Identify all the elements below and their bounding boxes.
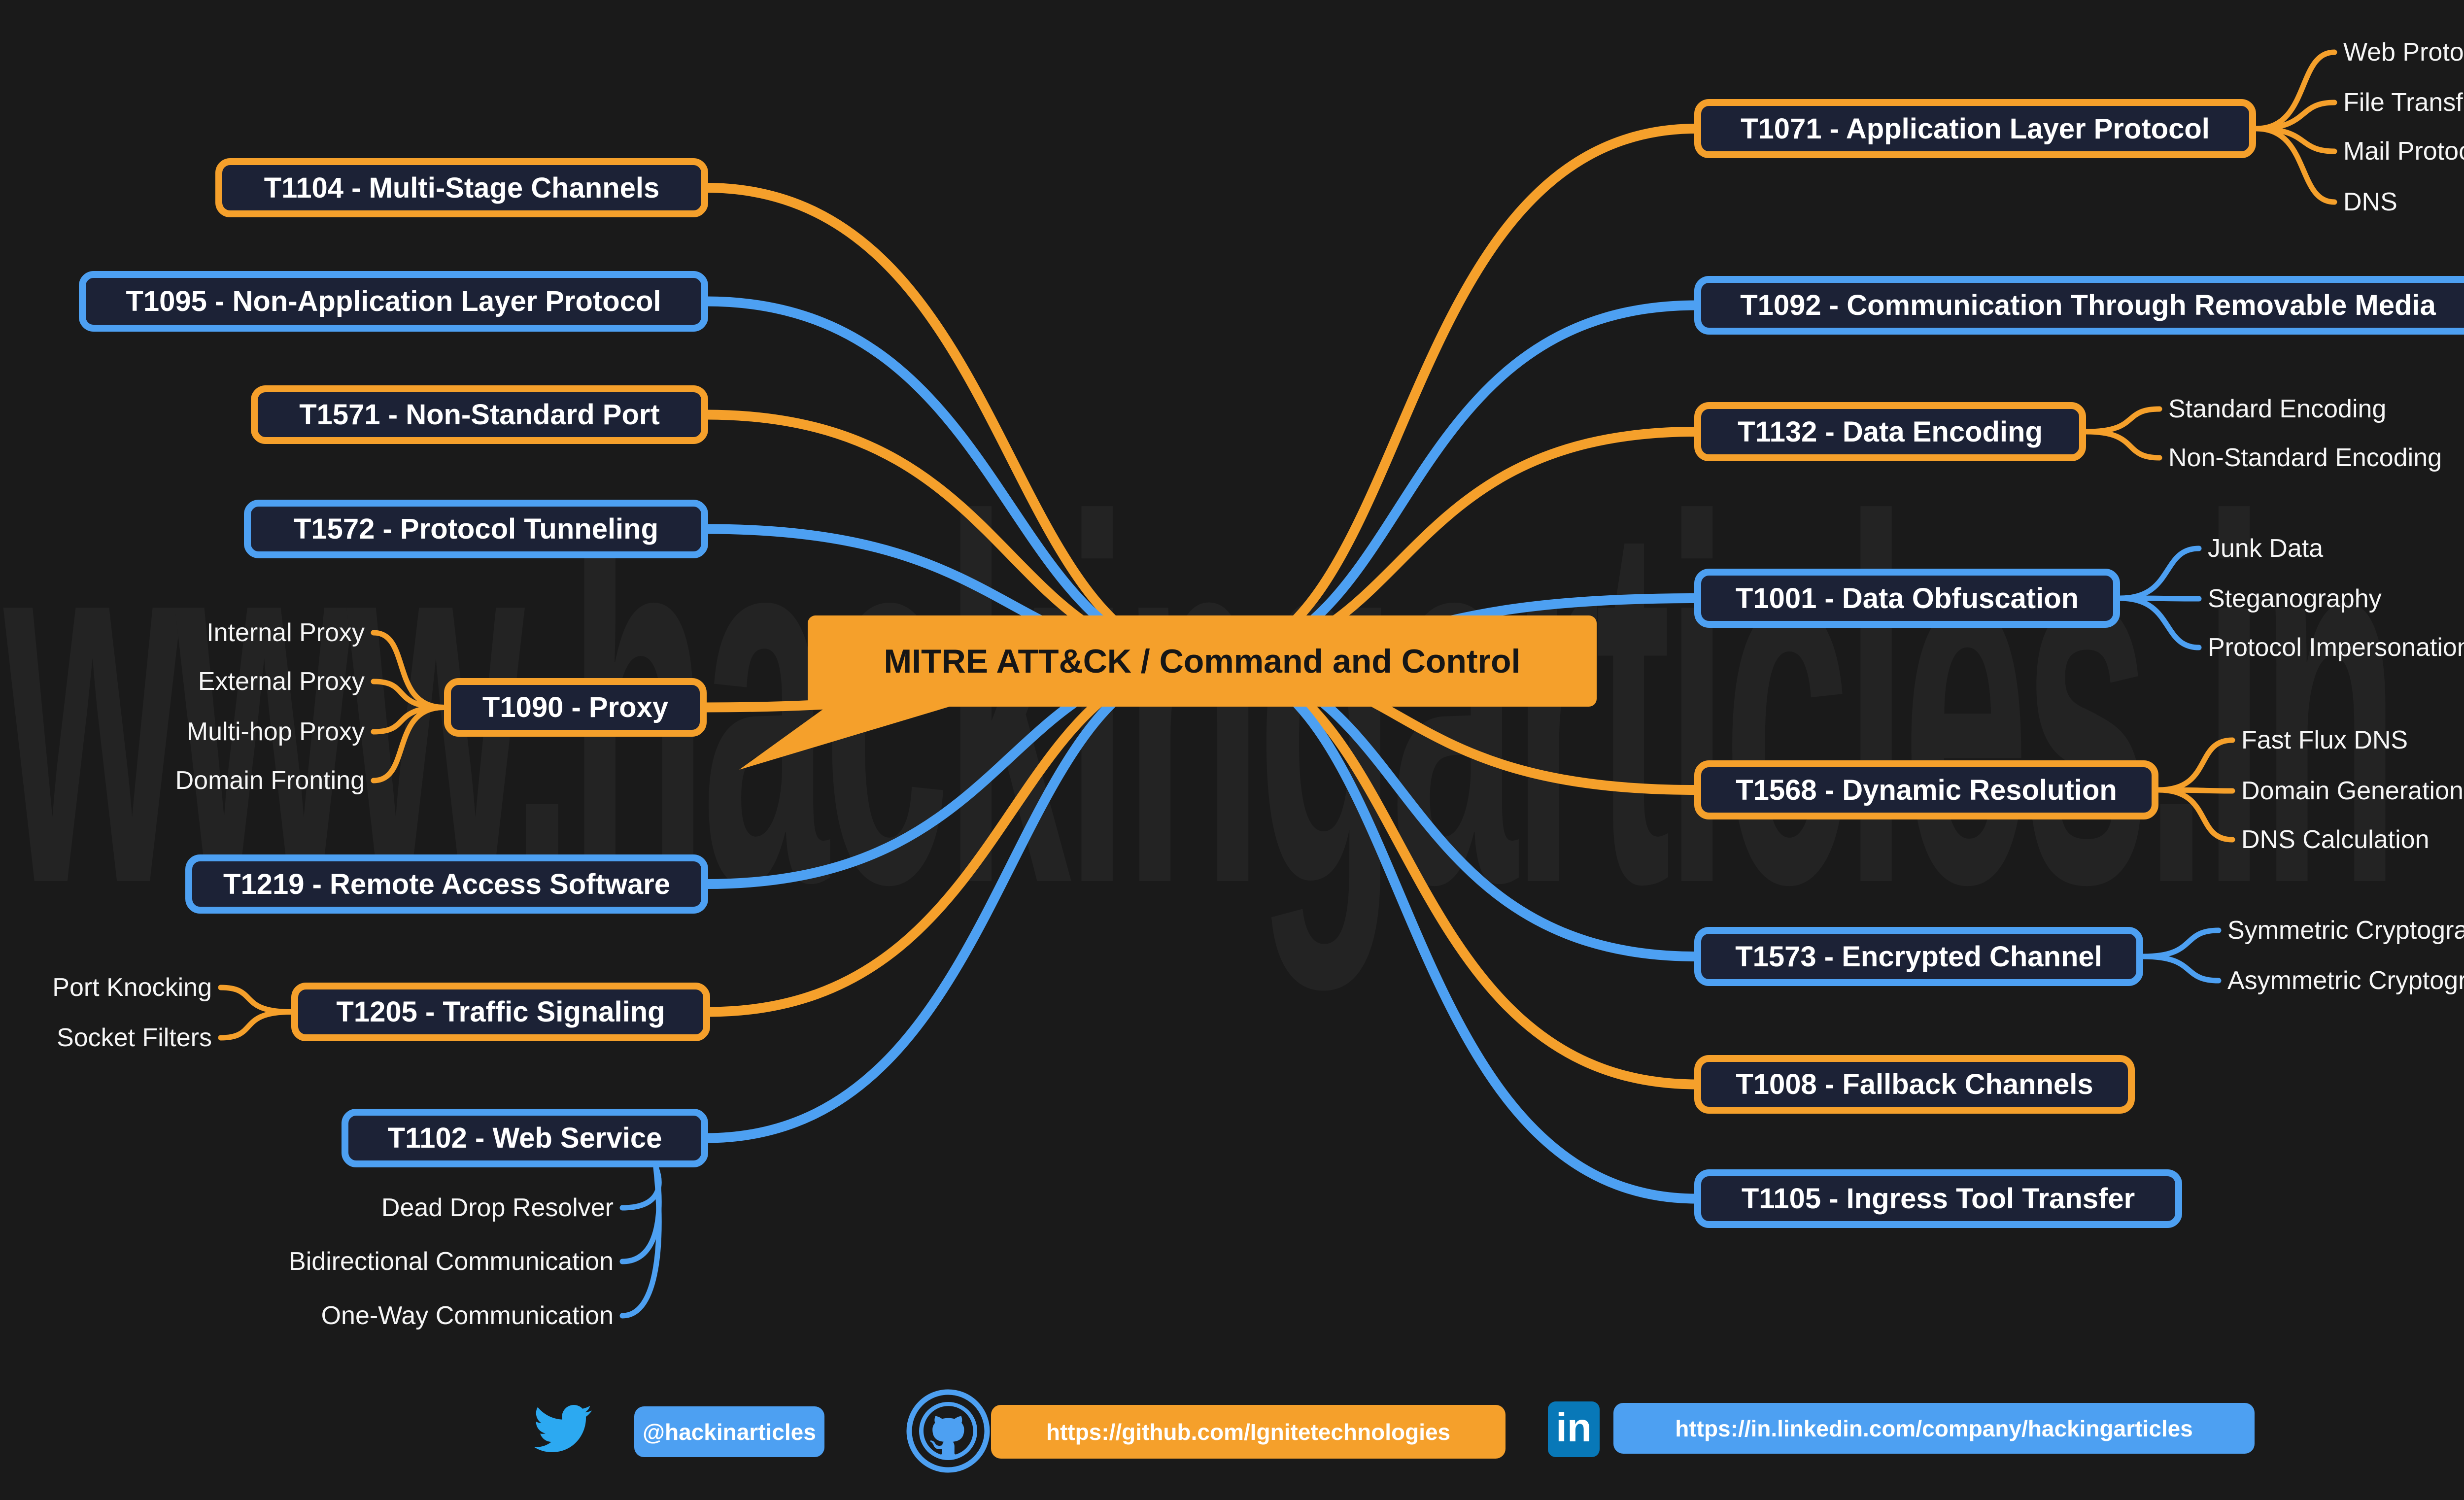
node-T1219[interactable]: T1219 - Remote Access Software xyxy=(185,854,708,914)
subtopic-label[interactable]: One-Way Communication xyxy=(321,1301,614,1330)
node-T1573[interactable]: T1573 - Encrypted Channel xyxy=(1694,927,2143,986)
node-label: T1219 - Remote Access Software xyxy=(223,868,670,900)
subtopic-label[interactable]: DNS xyxy=(2343,188,2397,216)
node-T1095[interactable]: T1095 - Non-Application Layer Protocol xyxy=(79,271,708,332)
subconnector xyxy=(619,1164,662,1264)
subtopic-label[interactable]: Non-Standard Encoding xyxy=(2168,443,2442,472)
subconnector xyxy=(2117,545,2202,601)
github-icon[interactable] xyxy=(906,1389,991,1473)
connector-T1071 xyxy=(1202,124,1701,666)
node-label: T1008 - Fallback Channels xyxy=(1736,1068,2093,1100)
subconnector xyxy=(2140,954,2222,984)
subtopic-label[interactable]: Fast Flux DNS xyxy=(2241,726,2408,754)
subtopic-label[interactable]: Mail Protocols xyxy=(2343,137,2464,166)
subtopic-label[interactable]: Web Protocols xyxy=(2343,38,2464,67)
subconnector xyxy=(371,630,447,710)
node-label: T1090 - Proxy xyxy=(482,691,669,723)
subconnector xyxy=(218,985,294,1015)
subconnector xyxy=(2140,927,2222,959)
subtopic-label[interactable]: Internal Proxy xyxy=(206,618,365,647)
subtopic-label[interactable]: File Transfer Protocols xyxy=(2343,88,2464,117)
linkedin-icon-text: in xyxy=(1556,1405,1592,1450)
subtopic-label[interactable]: Domain Fronting xyxy=(175,766,365,795)
node-label: T1571 - Non-Standard Port xyxy=(299,399,660,431)
subconnector xyxy=(2083,429,2162,461)
node-T1090[interactable]: T1090 - Proxy xyxy=(444,678,707,737)
node-T1104[interactable]: T1104 - Multi-Stage Channels xyxy=(215,158,708,217)
node-T1572[interactable]: T1572 - Protocol Tunneling xyxy=(244,500,708,558)
node-label: T1105 - Ingress Tool Transfer xyxy=(1741,1183,2135,1215)
subconnector xyxy=(2156,787,2235,843)
central-topic-label: MITRE ATT&CK / Command and Control xyxy=(884,642,1521,680)
node-label: T1095 - Non-Application Layer Protocol xyxy=(126,285,661,317)
node-label: T1102 - Web Service xyxy=(387,1122,662,1154)
node-label: T1572 - Protocol Tunneling xyxy=(293,513,659,545)
central-topic-tail xyxy=(739,702,951,770)
node-label: T1205 - Traffic Signaling xyxy=(336,996,665,1028)
node-T1132[interactable]: T1132 - Data Encoding xyxy=(1694,402,2086,461)
node-label: T1092 - Communication Through Removable … xyxy=(1740,289,2436,321)
node-T1092[interactable]: T1092 - Communication Through Removable … xyxy=(1694,276,2464,335)
subtopic-label[interactable]: External Proxy xyxy=(198,667,365,696)
subconnector xyxy=(619,1164,662,1319)
github-url-button[interactable]: https://github.com/Ignitetechnologies xyxy=(991,1405,1506,1459)
subtopic-label[interactable]: Asymmetric Cryptography xyxy=(2227,966,2464,995)
connector-T1092 xyxy=(1202,300,1701,666)
subtopic-label[interactable]: Standard Encoding xyxy=(2168,395,2387,423)
node-T1102[interactable]: T1102 - Web Service xyxy=(342,1109,708,1167)
node-label: T1132 - Data Encoding xyxy=(1738,415,2043,448)
node-T1571[interactable]: T1571 - Non-Standard Port xyxy=(251,385,708,444)
subtopic-label[interactable]: Socket Filters xyxy=(57,1023,212,1052)
node-label: T1001 - Data Obfuscation xyxy=(1735,582,2079,614)
node-label: T1573 - Encrypted Channel xyxy=(1735,940,2102,973)
connector-T1008 xyxy=(1202,656,1701,1090)
node-T1568[interactable]: T1568 - Dynamic Resolution xyxy=(1694,760,2158,819)
node-T1071[interactable]: T1071 - Application Layer Protocol xyxy=(1694,99,2256,158)
subtopic-label[interactable]: Steganography xyxy=(2208,584,2382,613)
subconnector xyxy=(371,705,447,784)
node-label: T1568 - Dynamic Resolution xyxy=(1736,774,2117,806)
central-topic[interactable]: MITRE ATT&CK / Command and Control xyxy=(808,615,1597,707)
node-T1001[interactable]: T1001 - Data Obfuscation xyxy=(1694,569,2120,628)
subtopic-label[interactable]: Domain Generation Algorithms xyxy=(2241,777,2464,805)
subtopic-label[interactable]: Symmetric Cryptography xyxy=(2227,916,2464,945)
twitter-icon[interactable] xyxy=(528,1399,597,1458)
subconnector xyxy=(2083,406,2162,435)
node-label: T1104 - Multi-Stage Channels xyxy=(264,171,660,204)
node-T1205[interactable]: T1205 - Traffic Signaling xyxy=(291,983,710,1041)
subtopic-label[interactable]: Junk Data xyxy=(2208,534,2324,563)
subconnector xyxy=(2156,737,2235,793)
node-T1105[interactable]: T1105 - Ingress Tool Transfer xyxy=(1694,1169,2182,1228)
node-label: T1071 - Application Layer Protocol xyxy=(1741,112,2210,145)
subconnector xyxy=(218,1009,294,1041)
twitter-handle-button[interactable]: @hackinarticles xyxy=(634,1406,824,1457)
subtopic-label[interactable]: DNS Calculation xyxy=(2241,825,2430,854)
subtopic-label[interactable]: Protocol Impersonation xyxy=(2208,633,2464,662)
connector-T1102 xyxy=(701,656,1212,1143)
subtopic-label[interactable]: Dead Drop Resolver xyxy=(381,1193,614,1222)
subconnector xyxy=(2253,126,2337,205)
node-T1008[interactable]: T1008 - Fallback Channels xyxy=(1694,1055,2135,1114)
subconnector xyxy=(619,1164,662,1211)
subtopic-label[interactable]: Port Knocking xyxy=(52,973,212,1002)
subconnector xyxy=(2117,595,2202,650)
subtopic-label[interactable]: Bidirectional Communication xyxy=(289,1247,614,1276)
subtopic-label[interactable]: Multi-hop Proxy xyxy=(186,717,365,746)
linkedin-url-button[interactable]: https://in.linkedin.com/company/hackinga… xyxy=(1613,1403,2255,1454)
linkedin-icon[interactable]: in xyxy=(1548,1401,1600,1457)
